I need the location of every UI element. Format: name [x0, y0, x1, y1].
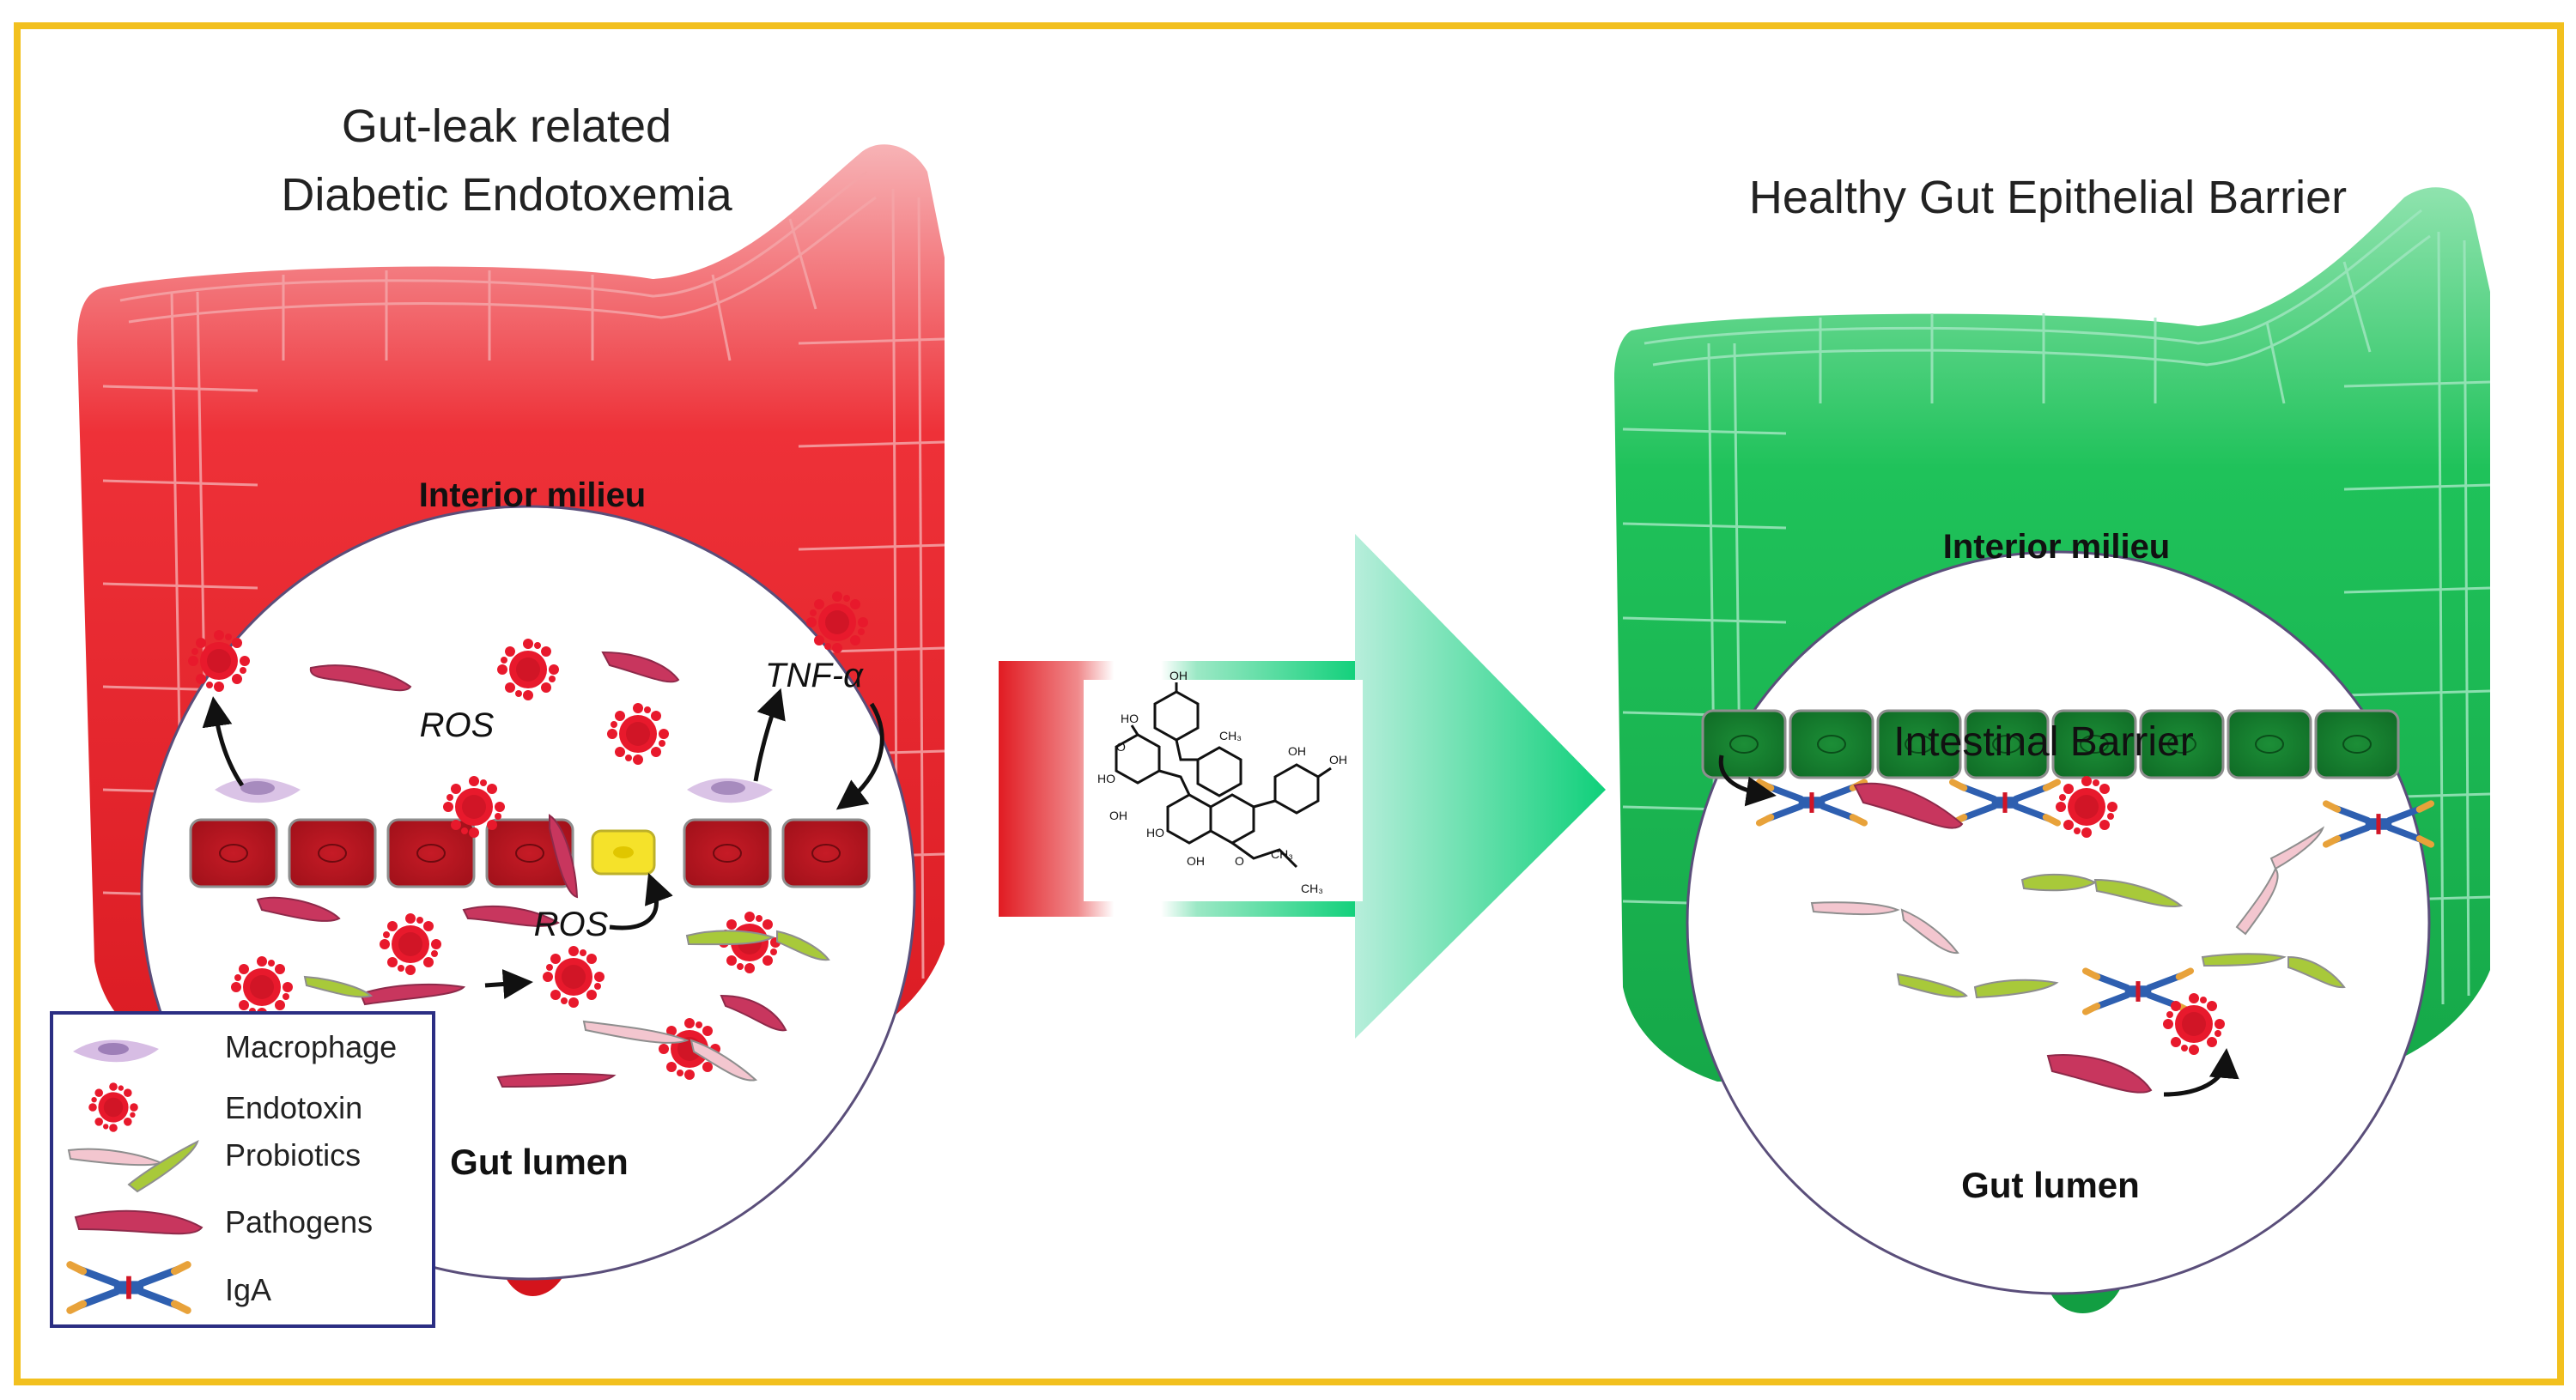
legend-probiotic-icon: [67, 1140, 199, 1193]
legend-endotoxin-icon: [88, 1082, 138, 1132]
legend-pathogen-icon: [74, 1209, 204, 1235]
compound-atom-labels: OH HO HO OH HO OH O OH OH CH₃ CH₃ CH₃ O: [1097, 669, 1347, 895]
svg-text:OH: OH: [1329, 753, 1347, 767]
macrophage-icon: [215, 778, 773, 803]
svg-text:O: O: [1116, 740, 1126, 754]
svg-text:HO: HO: [1121, 712, 1139, 725]
legend-label-iga: IgA: [225, 1272, 271, 1307]
left-arrows: [202, 688, 884, 999]
right-title: Healthy Gut Epithelial Barrier: [1749, 172, 2347, 223]
svg-text:OH: OH: [1288, 744, 1306, 758]
svg-text:CH₃: CH₃: [1301, 882, 1323, 895]
svg-text:OH: OH: [1170, 669, 1188, 682]
svg-text:OH: OH: [1109, 809, 1127, 822]
legend-label-endotoxin: Endotoxin: [225, 1090, 362, 1125]
left-interior-label: Interior milieu: [419, 476, 647, 514]
pathogen-icon: [256, 651, 787, 1088]
left-title-line2: Diabetic Endotoxemia: [281, 169, 732, 221]
compound-structure-icon: [1115, 682, 1332, 869]
healthy-epithelium: [1701, 709, 2400, 779]
legend-macrophage-icon: [73, 1039, 159, 1063]
svg-text:CH₃: CH₃: [1271, 847, 1293, 861]
left-lumen-label: Gut lumen: [450, 1142, 629, 1182]
right-lumen-label: Gut lumen: [1961, 1165, 2140, 1205]
transition-arrow: [999, 534, 1606, 1039]
compound-structure-box: [1084, 680, 1363, 901]
svg-text:HO: HO: [1097, 772, 1115, 785]
ros-label-upper: ROS: [420, 706, 495, 744]
probiotic-icon: [1810, 826, 2346, 999]
intestinal-barrier-label: Intestinal Barrier: [1893, 719, 2193, 765]
right-interior-label: Interior milieu: [1943, 528, 2171, 566]
left-title-line1: Gut-leak related: [342, 100, 671, 152]
legend-label-probiotics: Probiotics: [225, 1137, 361, 1173]
svg-text:HO: HO: [1146, 826, 1164, 839]
legend-label-macrophage: Macrophage: [225, 1029, 397, 1064]
legend-label-pathogens: Pathogens: [225, 1204, 373, 1239]
svg-text:CH₃: CH₃: [1219, 729, 1242, 742]
legend: Macrophage Endotoxin Probiotics Pathogen…: [50, 1011, 435, 1328]
diseased-epithelium: [189, 818, 871, 888]
svg-text:OH: OH: [1187, 854, 1205, 868]
right-arrows: [1718, 755, 2239, 1097]
ros-label-lower: ROS: [534, 906, 609, 943]
probiotic-icon: [303, 930, 830, 1082]
pathogen-icon: [1853, 782, 2153, 1094]
svg-text:O: O: [1235, 854, 1244, 868]
tnf-alpha-label: TNF-α: [765, 657, 864, 694]
